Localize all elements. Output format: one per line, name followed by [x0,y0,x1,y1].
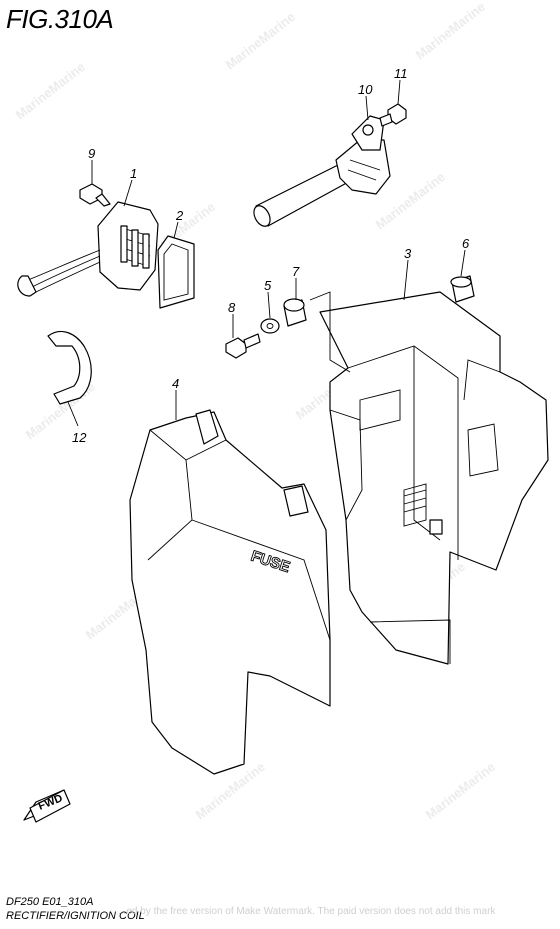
grommet-6 [450,275,475,303]
washer [260,318,280,334]
callout-12: 12 [72,430,87,445]
watermark-banner: ...ed by the free version of Make Waterm… [118,906,496,917]
watermark-text: MarineMarine [413,0,488,62]
callout-4: 4 [172,376,179,391]
callout-6: 6 [462,236,470,251]
ignition-coil [253,115,391,227]
callout-11: 11 [394,66,408,81]
figure-title: FIG.310A [6,4,114,34]
figure-code: DF250 E01_310A [6,896,94,908]
callout-9: 9 [88,146,95,161]
bolt-8 [225,333,261,359]
collar [283,298,307,327]
watermark-text: MarineMarine [423,759,498,822]
clamp [47,331,92,405]
bracket [319,291,549,665]
watermark-text: MarineMarine [223,9,298,72]
fwd-arrow: FWD [23,789,71,823]
figure-name: RECTIFIER/IGNITION COIL [6,910,145,922]
bolt-9 [79,183,111,207]
gasket [157,235,195,309]
callout-10: 10 [358,82,373,97]
callouts: 1 2 3 4 5 6 7 8 9 10 11 12 [72,66,470,445]
callout-2: 2 [175,208,184,223]
leader-lines [67,79,466,427]
watermark-text: MarineMarine [13,59,88,122]
callout-8: 8 [228,300,236,315]
callout-3: 3 [404,246,412,261]
callout-1: 1 [130,166,137,181]
callout-7: 7 [292,264,300,279]
fuse-cover: FUSE [129,409,331,775]
rectifier [17,201,159,297]
bolt-11 [379,103,407,127]
callout-5: 5 [264,278,272,293]
